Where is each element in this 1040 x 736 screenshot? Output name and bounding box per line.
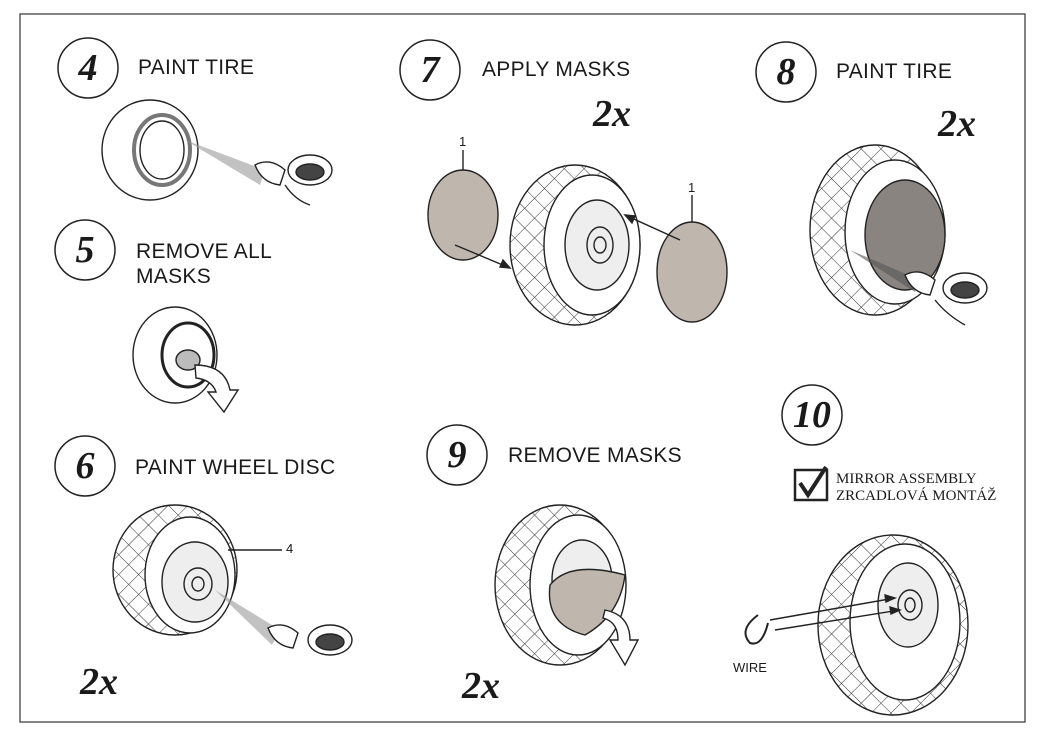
step-7-wheel-drawing — [427, 150, 728, 326]
step-9-label: REMOVE MASKS — [508, 444, 682, 467]
step-9-number: 9 — [447, 434, 467, 476]
step-9-circle — [426, 424, 488, 486]
step-6-number: 6 — [75, 445, 95, 487]
step-8-wheel-drawing — [809, 144, 988, 326]
step-8-multiplier: 2x — [938, 103, 976, 145]
step-10-wheel-drawing — [744, 465, 969, 716]
legend-line-2: ZRCADLOVÁ MONTÁŽ — [836, 488, 997, 504]
step-4-tire-drawing — [101, 99, 333, 206]
step-8-number: 8 — [776, 51, 796, 93]
step-6-multiplier: 2x — [80, 661, 118, 703]
step-7-callout-left: 1 — [459, 134, 467, 149]
step-8-label: PAINT TIRE — [836, 60, 953, 83]
step-10-number: 10 — [793, 394, 831, 436]
step-5-tire-drawing — [132, 306, 240, 414]
checkbox-icon — [793, 468, 829, 502]
step-6-callout: 4 — [286, 541, 294, 556]
page-frame — [19, 13, 1026, 723]
wire-label: WIRE — [733, 660, 767, 675]
step-4-circle — [57, 37, 119, 99]
step-8-circle — [755, 41, 817, 103]
step-7-label: APPLY MASKS — [482, 58, 631, 81]
step-6-circle — [54, 435, 116, 497]
step-5-number: 5 — [75, 229, 95, 271]
mask-right — [656, 221, 728, 323]
step-5-label-line2: MASKS — [136, 265, 212, 288]
step-10-circle — [781, 384, 843, 446]
step-6-label: PAINT WHEEL DISC — [135, 456, 336, 479]
step-4-label: PAINT TIRE — [138, 56, 255, 79]
wire-icon — [744, 614, 769, 645]
step-7-circle — [399, 39, 461, 101]
step-9-multiplier: 2x — [462, 665, 500, 707]
step-7-number: 7 — [420, 49, 440, 91]
step-5-label-line1: REMOVE ALL — [136, 240, 273, 263]
step-9-wheel-drawing — [494, 504, 640, 667]
step-7-callout-right: 1 — [688, 180, 696, 195]
legend-line-1: MIRROR ASSEMBLY — [836, 471, 977, 487]
step-6-wheel-drawing — [112, 504, 353, 656]
step-7-multiplier: 2x — [593, 93, 631, 135]
step-4-number: 4 — [78, 47, 98, 89]
step-5-circle — [54, 219, 116, 281]
mask-left — [427, 169, 499, 261]
